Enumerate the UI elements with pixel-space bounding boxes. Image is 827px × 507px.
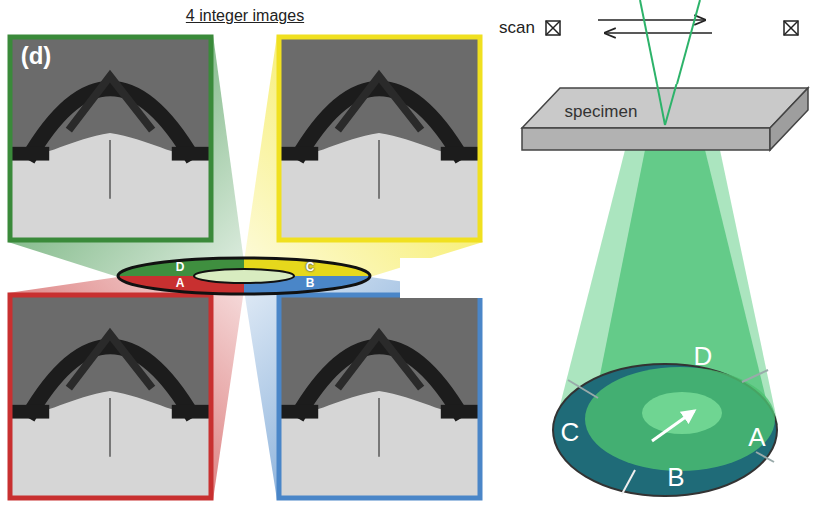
detector-segment-letter: B (667, 463, 684, 492)
electron-beam (640, 0, 700, 84)
detector-segment-letter: A (748, 423, 765, 452)
segmented-detector (553, 364, 777, 496)
detector-segment-letter: C (561, 418, 580, 447)
segment-letter: D (176, 261, 185, 274)
segment-letter: C (306, 261, 315, 274)
white-patch (400, 258, 483, 298)
projection-fans (8, 35, 483, 500)
panel-letter: (d) (21, 43, 52, 69)
node-label: specimen (565, 103, 638, 122)
segment-letter: A (176, 277, 185, 290)
slab-outline (515, 84, 815, 156)
specimen-slab: specimen (515, 84, 815, 156)
scan-label: scan (499, 19, 535, 38)
detector-segment-letter: D (694, 342, 713, 371)
segment-letter: B (306, 277, 315, 290)
scan-symbols (546, 20, 798, 35)
diagram-title: 4 integer images (186, 7, 304, 25)
segmented-ring (118, 258, 370, 294)
